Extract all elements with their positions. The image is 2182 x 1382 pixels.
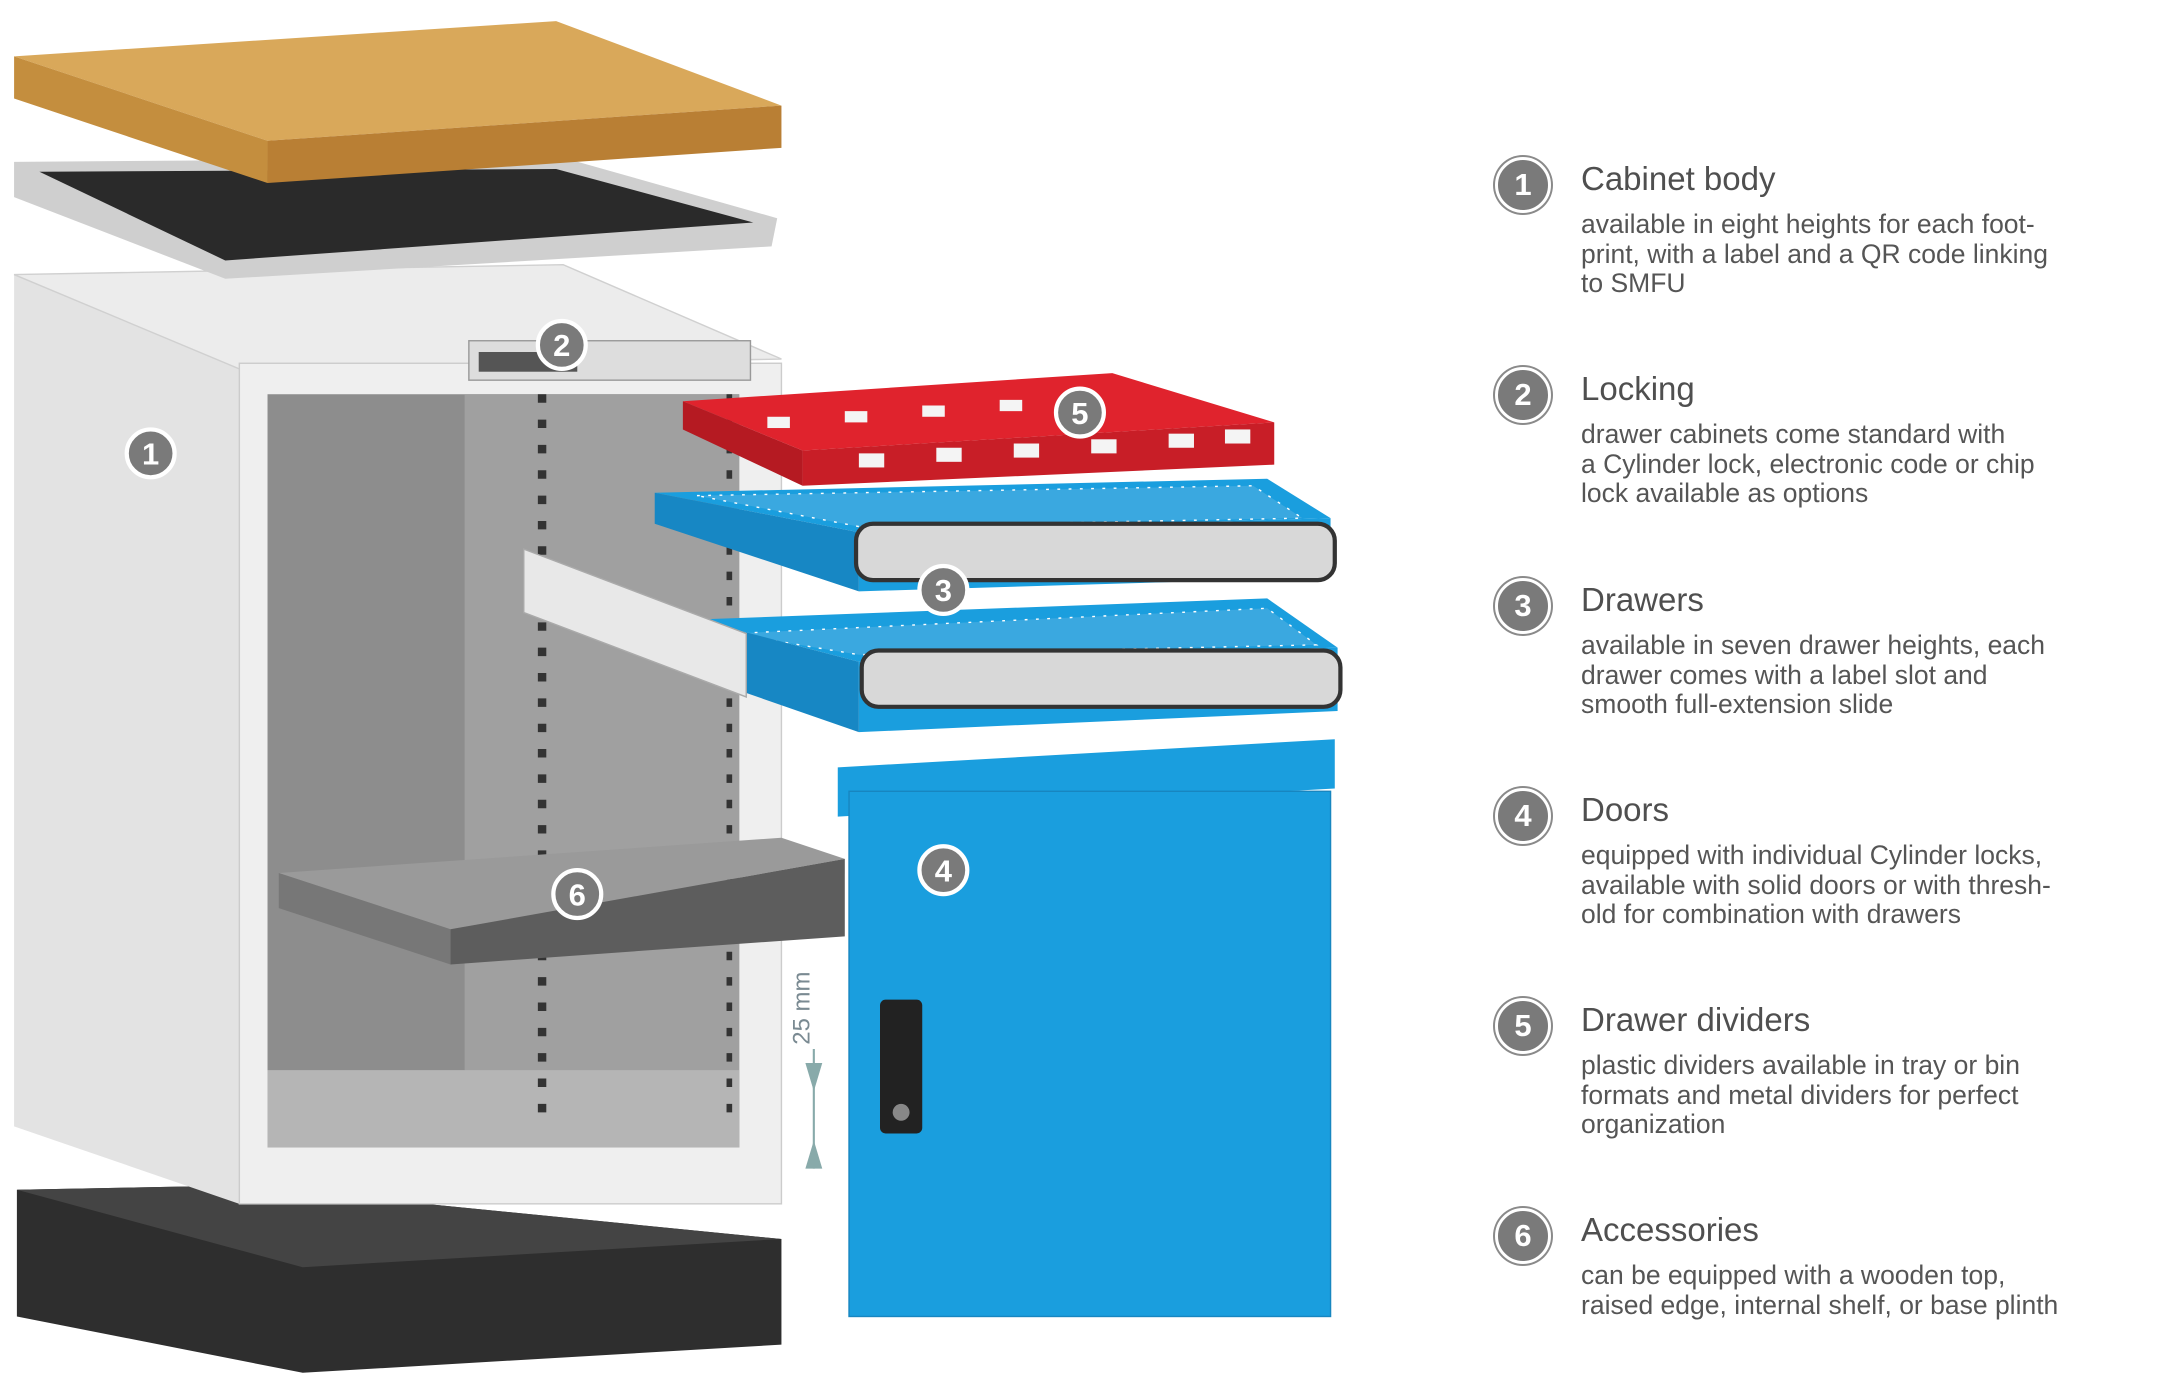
number-badge: 6 [1495,1208,1551,1264]
dimension-label: 25 mm [789,972,816,1045]
base-plinth [16,1185,782,1373]
callout-marker-2: 2 [535,318,588,372]
description-line: print, with a label and a QR code linkin… [1581,238,2048,269]
svg-text:3: 3 [935,573,952,608]
description-line: smooth full-extension slide [1581,689,1894,719]
dimension-indicator: 25 mm [789,972,823,1169]
feature-title: Drawer dividers [1581,1001,1811,1038]
svg-text:5: 5 [1071,396,1088,431]
drawer-divider-tray [682,373,1275,486]
svg-text:2: 2 [553,328,570,363]
feature-title: Accessories [1581,1211,1759,1248]
feature-description: can be equipped with a wooden top,raised… [1581,1260,2141,1320]
svg-text:1: 1 [142,437,159,472]
feature-title: Locking [1581,370,1695,407]
description-line: raised edge, internal shelf, or base pli… [1581,1289,2059,1320]
feature-description: plastic dividers available in tray or bi… [1581,1050,2141,1140]
wooden-top [14,21,782,184]
feature-title: Cabinet body [1581,160,1776,197]
description-line: available with solid doors or with thres… [1581,869,2051,900]
description-line: formats and metal dividers for perfect [1581,1079,2019,1110]
description-line: available in seven drawer heights, each [1581,630,2046,660]
description-line: to SMFU [1581,268,1686,298]
feature-description: available in eight heights for each foot… [1581,209,2141,299]
callout-marker-3: 3 [917,563,970,616]
description-line: equipped with individual Cylinder locks, [1581,840,2043,870]
door [837,739,1335,1318]
number-badge: 5 [1495,998,1551,1054]
svg-text:4: 4 [935,853,953,888]
number-badge: 3 [1495,578,1551,634]
drawer-lower [523,548,1343,733]
description-line: organization [1581,1109,1726,1139]
svg-text:6: 6 [569,877,586,912]
number-badge: 2 [1495,367,1551,423]
callout-marker-6: 6 [551,868,604,921]
description-line: old for combination with drawers [1581,899,1962,929]
callout-marker-5: 5 [1053,386,1106,439]
cabinet-body [13,263,783,1205]
description-line: available in eight heights for each foot… [1581,209,2035,239]
callout-marker-1: 1 [124,427,177,480]
number-badge: 4 [1495,788,1551,844]
raised-edge [14,157,778,279]
feature-title: Drawers [1581,581,1704,618]
description-line: a Cylinder lock, electronic code or chip [1581,448,2035,479]
description-line: plastic dividers available in tray or bi… [1581,1050,2020,1080]
number-badge: 1 [1495,157,1551,213]
description-line: drawer cabinets come standard with [1581,419,2006,449]
feature-title: Doors [1581,791,1670,828]
description-line: lock available as options [1581,478,1869,508]
description-line: can be equipped with a wooden top, [1581,1260,2006,1290]
description-line: drawer comes with a label slot and [1581,659,1988,690]
feature-description: equipped with individual Cylinder locks,… [1581,840,2141,930]
callout-marker-4: 4 [917,844,970,897]
drawer-upper [654,478,1337,592]
